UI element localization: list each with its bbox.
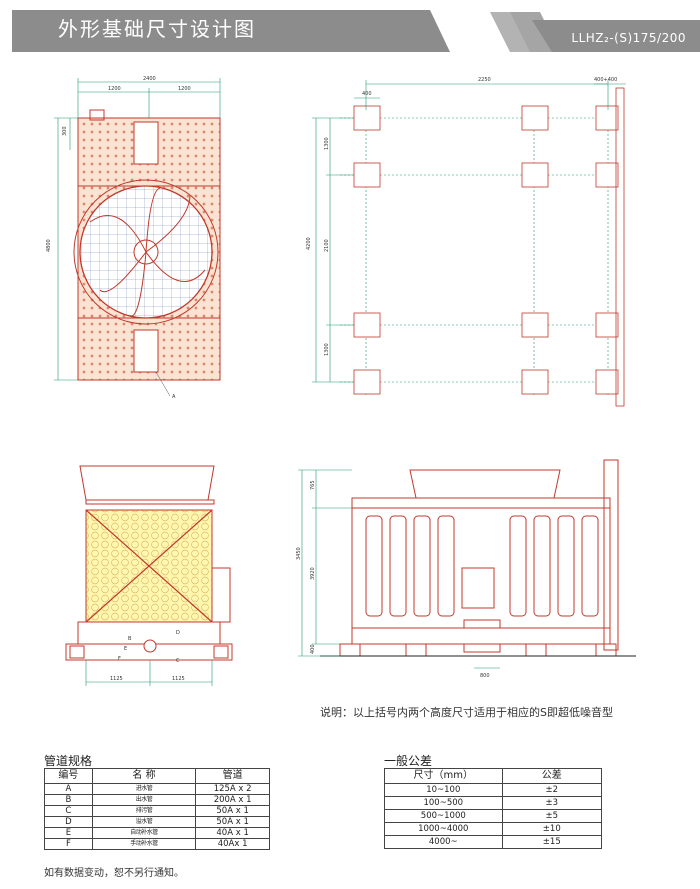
table-row: 100~500±3 — [384, 796, 603, 810]
cell-name: 溢水管 — [91, 816, 197, 828]
cell-code: C — [44, 805, 93, 817]
label-c: C — [176, 658, 180, 664]
cell-size: 500~1000 — [384, 809, 503, 823]
front-labels: 1125 1125 B C D E F — [110, 630, 185, 682]
cell-name: 自动补水管 — [91, 827, 197, 839]
cell-name: 排污管 — [91, 805, 197, 817]
foundation-drawing: 2400 1200 1200 4800 300 A — [46, 76, 636, 686]
cell-spec: 200A x 1 — [195, 794, 270, 806]
top-view — [73, 109, 221, 381]
dim-plan-right: 400+400 — [594, 77, 617, 83]
cell-tol: ±15 — [501, 835, 603, 849]
cell-spec: 40Ax 1 — [195, 838, 270, 850]
dim-plan-small: 400 — [362, 91, 372, 97]
dim-side-h4: 400 — [310, 644, 316, 654]
col-spec: 管道 — [195, 768, 270, 784]
header-banner: 外形基础尺寸设计图 LLHZ₂-(S)175/200 — [0, 0, 700, 52]
table-row: 500~1000±5 — [384, 809, 603, 823]
cell-spec: 50A x 1 — [195, 816, 270, 828]
cell-code: F — [44, 838, 93, 850]
front-elevation — [65, 465, 233, 661]
dim-plan-h2: 2100 — [324, 239, 330, 252]
model-number: LLHZ₂-(S)175/200 — [571, 31, 686, 45]
cell-code: E — [44, 827, 93, 839]
cell-name: 手动补水管 — [91, 838, 197, 850]
cell-size: 4000~ — [384, 835, 503, 849]
table-row: 4000~±15 — [384, 835, 603, 849]
dim-side-h2: 3450 — [296, 547, 302, 560]
dim-top-half-right: 1200 — [178, 86, 191, 92]
front-dims — [85, 660, 213, 686]
label-b: B — [128, 636, 132, 642]
tolerance-table: 尺寸（mm） 公差 10~100±2 100~500±3 500~1000±5 … — [384, 768, 603, 849]
label-d: D — [176, 630, 180, 636]
cell-tol: ±5 — [501, 809, 603, 823]
cell-size: 1000~4000 — [384, 822, 503, 836]
top-view-dims — [54, 78, 221, 381]
side-labels: 765 3450 3920 400 800 — [296, 480, 490, 679]
dim-plan-h1: 1300 — [324, 137, 330, 150]
dim-front-w2: 1125 — [172, 676, 185, 682]
cell-tol: ±2 — [501, 783, 603, 797]
cell-name: 出水管 — [91, 794, 197, 806]
label-e: E — [124, 646, 127, 652]
cell-code: A — [44, 783, 93, 795]
dim-plan-height: 4200 — [306, 237, 312, 250]
pipe-table-title: 管道规格 — [44, 754, 93, 768]
cell-code: D — [44, 816, 93, 828]
table-row: 1000~4000±10 — [384, 822, 603, 836]
drawing-note: 说明：以上括号内两个高度尺寸适用于相应的S即超低噪音型 — [320, 706, 613, 719]
cell-spec: 125A x 2 — [195, 783, 270, 795]
tolerance-table-header: 尺寸（mm） 公差 — [384, 768, 603, 784]
col-code: 编号 — [44, 768, 93, 784]
col-name: 名 称 — [91, 768, 197, 784]
pipe-table-header: 编号 名 称 管道 — [44, 768, 270, 784]
label-f: F — [118, 656, 121, 662]
dim-plan-width: 2250 — [478, 77, 491, 83]
header-shape — [12, 10, 700, 52]
cell-spec: 40A x 1 — [195, 827, 270, 839]
top-view-labels: 2400 1200 1200 4800 300 A — [46, 76, 191, 400]
col-size: 尺寸（mm） — [384, 768, 503, 784]
side-dims — [298, 469, 500, 669]
dim-front-w1: 1125 — [110, 676, 123, 682]
cell-name: 进水管 — [91, 783, 197, 795]
dim-plan-h3: 1300 — [324, 343, 330, 356]
dim-top-width: 2400 — [143, 76, 156, 82]
cell-spec: 50A x 1 — [195, 805, 270, 817]
table-row: 10~100±2 — [384, 783, 603, 797]
cell-size: 10~100 — [384, 783, 503, 797]
dim-top-small: 300 — [62, 126, 68, 136]
col-tolerance: 公差 — [501, 768, 603, 784]
dim-side-bottom: 800 — [480, 673, 490, 679]
dim-side-h1: 765 — [310, 480, 316, 490]
foundation-plan: 2250 400 4200 1300 2100 1300 400+400 — [306, 77, 626, 407]
cell-tol: ±10 — [501, 822, 603, 836]
page-title: 外形基础尺寸设计图 — [58, 17, 256, 41]
cell-code: B — [44, 794, 93, 806]
cell-size: 100~500 — [384, 796, 503, 810]
dim-side-h3: 3920 — [310, 567, 316, 580]
tolerance-table-title: 一般公差 — [384, 754, 433, 768]
footer-note: 如有数据变动，恕不另行通知。 — [44, 868, 184, 879]
label-a: A — [172, 394, 176, 400]
side-elevation — [320, 459, 636, 657]
cell-tol: ±3 — [501, 796, 603, 810]
dim-top-half-left: 1200 — [108, 86, 121, 92]
dim-top-height: 4800 — [46, 239, 52, 252]
